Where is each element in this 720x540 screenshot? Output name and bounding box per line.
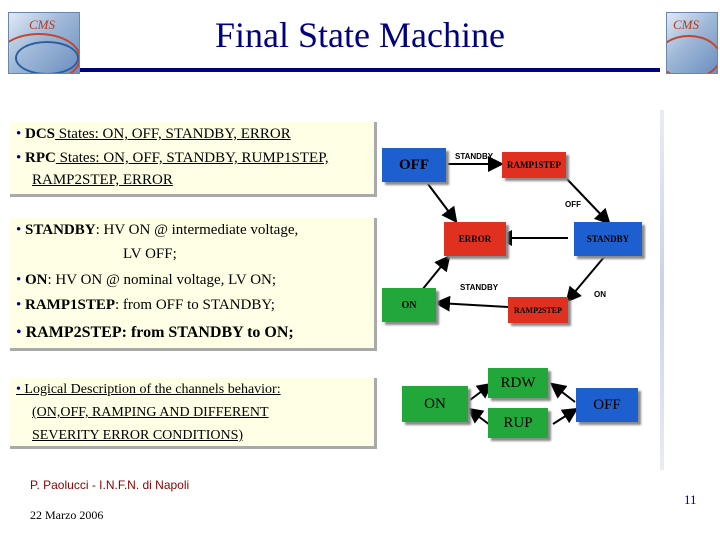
arrow-rup-to-off — [552, 407, 579, 425]
definitions-box: • STANDBY: HV ON @ intermediate voltage,… — [10, 218, 377, 351]
logo-right-text: CMS — [673, 17, 699, 32]
ramp-state-rdw: RDW — [488, 368, 548, 398]
cms-logo-left: CMS — [8, 12, 80, 74]
fsm-state-ramp2step: RAMP2STEP — [508, 297, 568, 323]
fsm-state-off: OFF — [382, 148, 446, 182]
arrow-off-to-rdw — [549, 382, 576, 403]
dcs-line: • DCS States: ON, OFF, STANDBY, ERROR — [16, 126, 291, 142]
fsm-state-error: ERROR — [444, 222, 506, 256]
fsm-state-ramp1step: RAMP1STEP — [502, 152, 566, 178]
rpc-line-cont: RAMP2STEP, ERROR — [32, 172, 173, 188]
fsm-state-on: ON — [382, 288, 436, 322]
footer-author: P. Paolucci - I.N.F.N. di Napoli — [30, 478, 190, 492]
arrow-ramp1-to-standby — [565, 177, 611, 225]
ramp2step-def: • RAMP2STEP: from STANDBY to ON; — [16, 324, 294, 341]
page-title: Final State Machine — [215, 15, 505, 55]
logical-description-box: • Logical Description of the channels be… — [10, 378, 377, 449]
arrow-on-to-rdw — [469, 382, 494, 401]
rpc-line: • RPC States: ON, OFF, STANDBY, RUMP1STE… — [16, 150, 329, 166]
arrow-ramp2-to-on — [434, 295, 509, 312]
ramp-arrows — [466, 382, 579, 426]
on-def: • ON: HV ON @ nominal voltage, LV ON; — [16, 272, 277, 288]
states-box: • DCS States: ON, OFF, STANDBY, ERROR • … — [10, 122, 377, 197]
fsm-label-standby-top: STANDBY — [455, 152, 494, 161]
ramp-state-off: OFF — [576, 388, 638, 422]
standby-def: • STANDBY: HV ON @ intermediate voltage, — [16, 222, 299, 238]
fsm-state-standby: STANDBY — [574, 222, 642, 256]
title-rule — [80, 68, 660, 72]
ramp1step-def: • RAMP1STEP: from OFF to STANDBY; — [16, 297, 275, 313]
logic-line-1: • Logical Description of the channels be… — [16, 382, 281, 397]
fsm-label-off-right: OFF — [565, 200, 581, 209]
footer-date: 22 Marzo 2006 — [30, 508, 104, 522]
standby-def-cont: LV OFF; — [123, 246, 177, 262]
ramp-state-on: ON — [402, 386, 468, 422]
ramp-state-rup: RUP — [488, 408, 548, 438]
logic-line-3: SEVERITY ERROR CONDITIONS) — [32, 428, 244, 443]
arrow-off-error — [427, 183, 458, 224]
page-number: 11 — [684, 492, 697, 507]
logic-line-2: (ON,OFF, RAMPING AND DIFFERENT — [32, 405, 269, 420]
fsm-arrows — [421, 156, 611, 312]
cms-logo-right: CMS — [666, 12, 718, 74]
arrow-standby-to-ramp2 — [565, 255, 606, 304]
arrow-rup-to-on — [466, 407, 491, 426]
fsm-label-standby-mid: STANDBY — [460, 283, 499, 292]
fsm-label-on-right: ON — [594, 290, 606, 299]
arrow-on-error — [421, 254, 451, 291]
logo-left-text: CMS — [29, 17, 55, 32]
vertical-rule — [660, 110, 664, 470]
